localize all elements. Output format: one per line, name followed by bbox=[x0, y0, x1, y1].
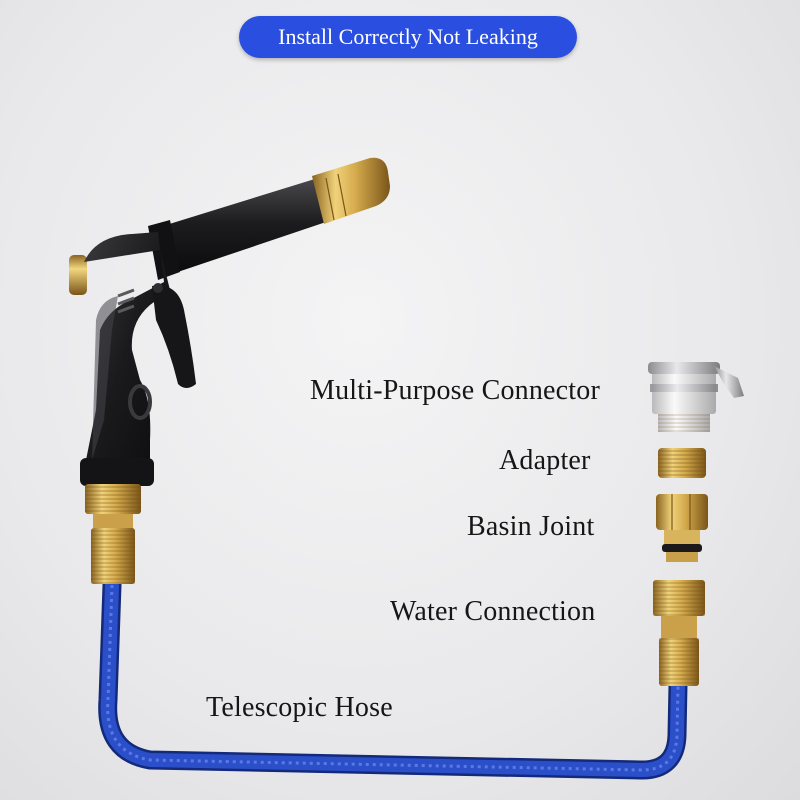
telescopic-hose bbox=[98, 575, 688, 780]
water-connection-part bbox=[653, 580, 705, 686]
basin-joint-part bbox=[656, 494, 708, 562]
label-telescopic-hose: Telescopic Hose bbox=[206, 692, 393, 723]
label-basin-joint: Basin Joint bbox=[467, 511, 595, 542]
adapter-part bbox=[658, 448, 706, 478]
multi-purpose-connector-part bbox=[648, 362, 744, 432]
title-banner: Install Correctly Not Leaking bbox=[239, 16, 577, 58]
label-adapter: Adapter bbox=[499, 445, 591, 476]
label-multi-purpose-connector: Multi-Purpose Connector bbox=[310, 375, 601, 406]
label-water-connection: Water Connection bbox=[390, 596, 596, 627]
spray-gun bbox=[69, 157, 390, 584]
